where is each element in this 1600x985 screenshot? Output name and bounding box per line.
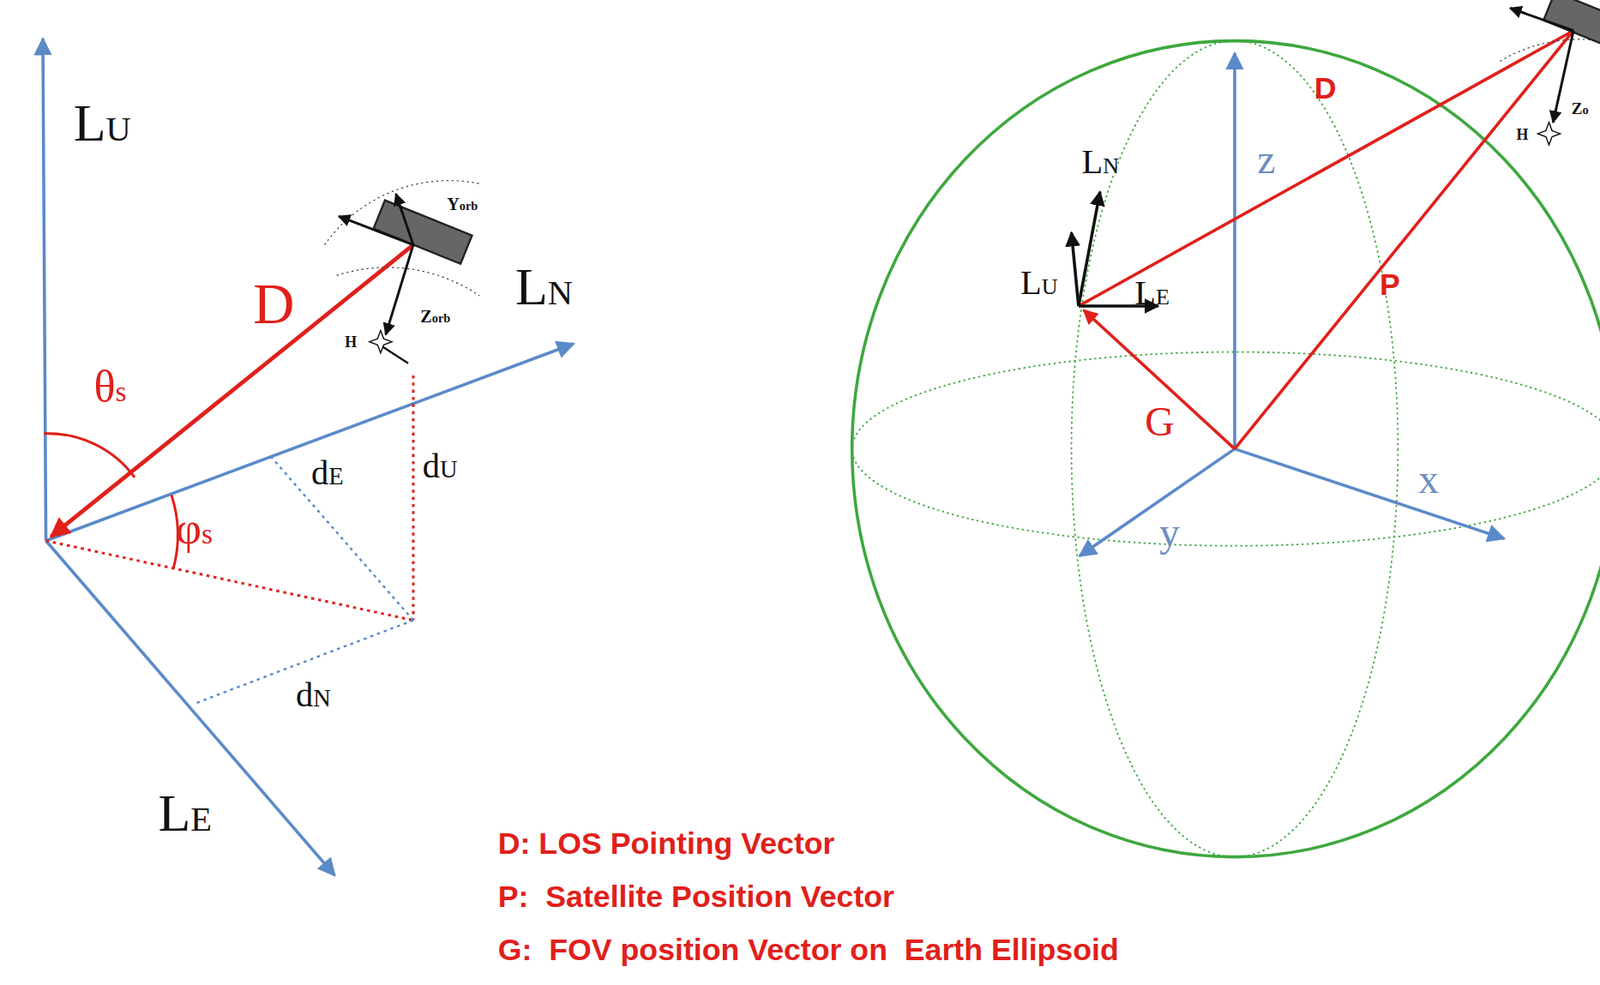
point-label: H: [1515, 126, 1528, 145]
legend-note: G: FOV position Vector on Earth Ellipsoi…: [498, 932, 1119, 967]
axis-label: z: [1257, 138, 1276, 183]
vectors-right: [1078, 30, 1574, 450]
angle-arcs: [43, 433, 178, 569]
orbit-axis-label: Yorb: [446, 195, 478, 215]
vector-label: D: [252, 273, 295, 337]
axis-label: LU: [73, 93, 132, 152]
axis-label: y: [1159, 510, 1180, 555]
axis-label: x: [1418, 457, 1439, 502]
projection-lines: [46, 375, 414, 704]
orbit-axis-label: Zo: [1571, 100, 1589, 119]
component-label: dU: [422, 446, 458, 485]
axis-label: LE: [1134, 273, 1170, 312]
vector-label: P: [1379, 267, 1401, 301]
vector-label: D: [1314, 71, 1337, 105]
vector-label: G: [1144, 400, 1174, 446]
orbit-axis-label: Zorb: [420, 307, 451, 327]
axis-label: LU: [1020, 263, 1059, 301]
angle-label: φs: [175, 505, 213, 555]
earth-ellipsoid: [852, 41, 1600, 858]
legend-note: D: LOS Pointing Vector: [498, 826, 836, 861]
satellite-right: [1499, 0, 1600, 145]
satellite-left: [324, 180, 480, 364]
axis-label: LN: [515, 257, 573, 316]
axis-label: LN: [1081, 143, 1119, 181]
local-frame-axes: [42, 38, 574, 876]
axis-label: LE: [157, 783, 212, 843]
legend-note: P: Satellite Position Vector: [498, 879, 895, 914]
earth-axes: [1079, 53, 1504, 557]
component-label: dN: [295, 675, 331, 714]
component-label: dE: [311, 454, 344, 493]
point-label: H: [344, 333, 357, 351]
angle-label: θs: [93, 361, 127, 412]
los-vector: [51, 245, 414, 537]
